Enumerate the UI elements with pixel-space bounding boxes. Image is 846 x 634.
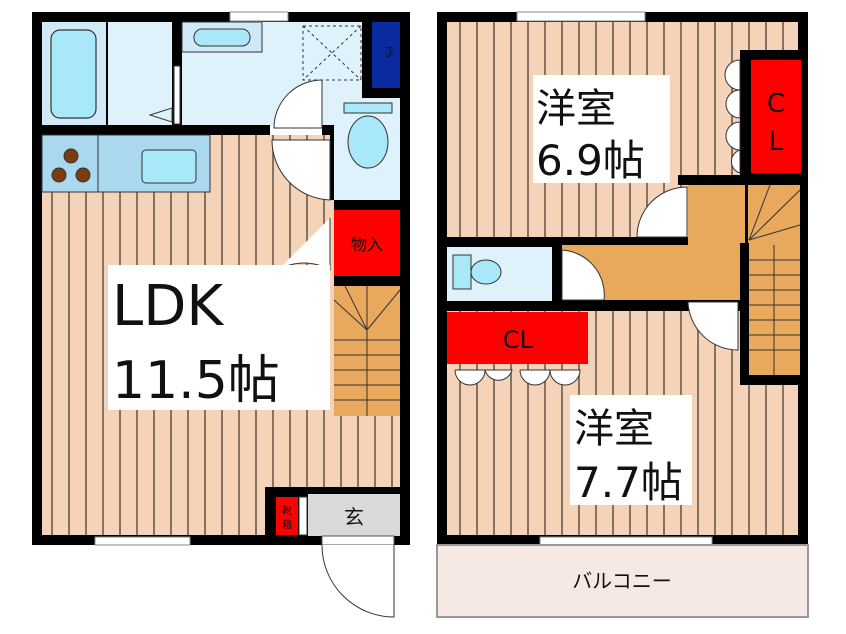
storage-label: 物入	[351, 235, 383, 254]
ldk-label: LDK	[112, 274, 224, 339]
closet2-label: CL	[503, 326, 534, 354]
closet1-label-c: C	[767, 89, 785, 119]
room1-size: 6.9帖	[536, 136, 645, 185]
door-swing-icon	[271, 139, 331, 201]
kitchen-sink-icon	[141, 149, 197, 184]
closet-door-icon	[454, 369, 581, 386]
door-swing-icon	[273, 79, 323, 129]
sliding-door-arrow-icon	[148, 107, 173, 123]
entrance	[308, 494, 400, 536]
washroom	[108, 22, 172, 125]
room2-label: 洋室	[574, 406, 654, 452]
shoe-box-label: 靴	[282, 504, 292, 517]
room2-label-box	[570, 395, 692, 505]
window-bottom	[94, 536, 191, 546]
hallway	[688, 185, 745, 245]
washing-machine-space-icon	[302, 25, 362, 81]
door-swing-icon	[636, 186, 688, 238]
ldk-size: 11.5帖	[112, 351, 280, 411]
closet-door-icon	[724, 59, 741, 174]
toilet-icon	[470, 259, 502, 285]
closet-2	[447, 312, 588, 364]
shoe-box	[276, 497, 298, 535]
balcony	[436, 544, 809, 618]
door-swing-icon	[687, 301, 739, 351]
floor-2: 洋室 6.9帖 C L	[436, 11, 809, 618]
room1-label-box	[533, 75, 670, 183]
pipe-shaft	[372, 22, 400, 88]
toilet-icon	[347, 115, 389, 169]
floor-1: PS 物入 LDK 11.5帖	[32, 11, 410, 618]
storage-closet	[334, 210, 400, 276]
closet1-label-l: L	[769, 127, 784, 157]
room2-size: 7.7帖	[574, 458, 683, 507]
entrance-label: 玄	[344, 505, 364, 529]
entrance-door-icon	[321, 544, 395, 618]
balcony-label: バルコニー	[572, 569, 672, 593]
window-top	[229, 11, 289, 22]
stove-burner-icon	[63, 148, 79, 164]
window-top-2	[516, 11, 646, 22]
pipe-shaft-label: PS	[383, 46, 393, 57]
stove-burner-icon	[51, 167, 67, 183]
closet-1	[751, 60, 801, 173]
toilet-tank-icon	[343, 102, 393, 114]
window-bottom-2	[539, 536, 713, 546]
shoe-box-label-2: 箱	[282, 518, 292, 531]
stove-burner-icon	[75, 167, 91, 183]
bathtub-icon	[50, 29, 97, 119]
door-swing-icon	[561, 249, 605, 301]
room1-label: 洋室	[536, 86, 616, 132]
ldk-label-box	[108, 265, 330, 410]
